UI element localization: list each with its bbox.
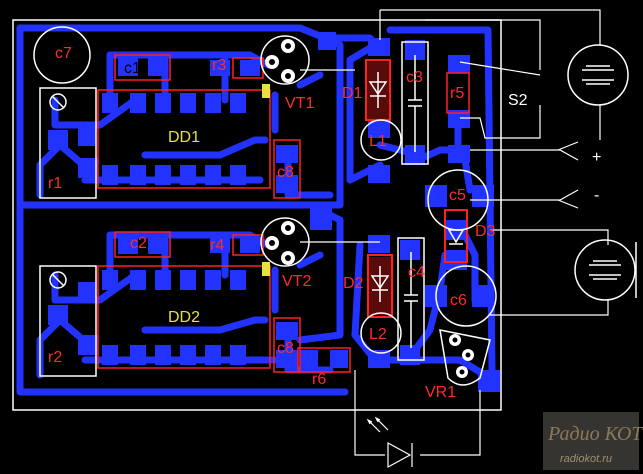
label-minus: - (594, 187, 599, 204)
label-l1: L1 (369, 133, 387, 150)
watermark: Радио КОТ radiokot.ru (543, 412, 643, 470)
buzzer-bottom (574, 239, 637, 301)
trimmer-r2 (39, 265, 97, 377)
label-vr1: VR1 (425, 384, 456, 401)
watermark-title: Радио КОТ (547, 423, 643, 445)
label-r4: r4 (210, 237, 224, 254)
transistor-vt1 (265, 39, 295, 83)
transistor-vt2 (265, 221, 295, 265)
label-d2: D2 (343, 275, 364, 292)
board-outline (12, 19, 502, 411)
label-vt1: VT1 (285, 95, 314, 112)
label-c3: c3 (406, 69, 423, 86)
label-vt2: VT2 (282, 273, 311, 290)
label-d1: D1 (342, 85, 363, 102)
watermark-site: radiokot.ru (560, 453, 612, 465)
label-c8-top: c8 (277, 164, 294, 181)
label-c2: c2 (130, 235, 147, 252)
dd1-pin1-marker (262, 84, 270, 98)
buzzer-top (567, 44, 629, 106)
label-c8-bottom: c8 (277, 340, 294, 357)
label-l2: L2 (369, 326, 387, 343)
label-plus: + (592, 149, 601, 166)
label-c1: c1 (124, 60, 141, 77)
label-dd2: DD2 (168, 309, 200, 326)
regulator-vr1 (449, 334, 474, 378)
label-s2: S2 (508, 92, 528, 109)
label-d3: D3 (475, 223, 496, 240)
label-dd1: DD1 (168, 129, 200, 146)
label-r6: r6 (312, 371, 326, 388)
label-c5: c5 (449, 187, 466, 204)
dd2-pin1-marker (262, 262, 270, 276)
capacitor-c4 (397, 237, 425, 361)
label-r3: r3 (212, 57, 226, 74)
label-c4: c4 (408, 264, 425, 281)
label-c7: c7 (55, 45, 72, 62)
trimmer-r1 (39, 87, 97, 199)
label-r5: r5 (450, 85, 464, 102)
diode-d1 (366, 62, 390, 120)
label-c6: c6 (450, 292, 467, 309)
diode-d2 (368, 257, 392, 315)
silkscreen (97, 54, 470, 373)
label-r1: r1 (48, 175, 62, 192)
label-r2: r2 (48, 349, 62, 366)
capacitor-c3 (401, 41, 429, 165)
